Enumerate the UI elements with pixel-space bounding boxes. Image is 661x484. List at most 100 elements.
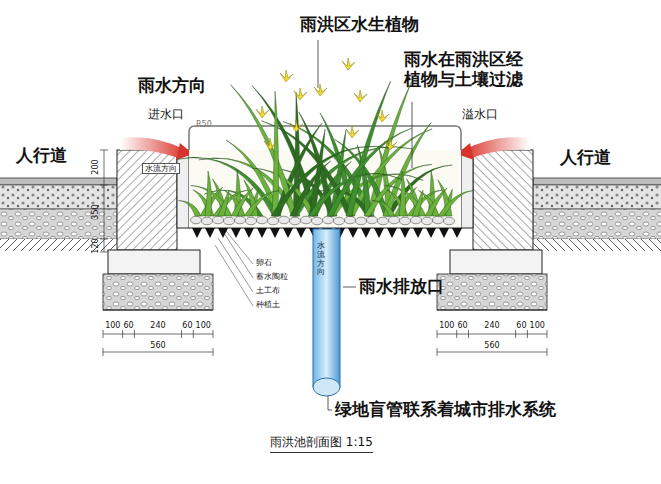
- dimension-label: 60: [182, 321, 192, 330]
- aquatic-plants: [280, 70, 293, 82]
- left-side: [103, 330, 213, 356]
- left-side: [103, 310, 213, 311]
- callout-label: 水流方向: [317, 242, 325, 277]
- pebble-layer: [334, 217, 345, 225]
- drain-pipe: [313, 229, 340, 387]
- callout-label: 进水口: [148, 108, 184, 122]
- dimension-label: 240: [150, 321, 165, 330]
- pebble-layer: [312, 217, 323, 225]
- left-side: [104, 150, 105, 252]
- callout-label: 蓄水陶粒: [256, 272, 288, 281]
- right-side: [437, 137, 661, 356]
- aquatic-plants: [205, 171, 212, 216]
- pebble-layer: [235, 216, 246, 224]
- aquatic-plants: [314, 84, 327, 96]
- callout-label: 绿地盲管联系着城市排水系统: [335, 400, 556, 420]
- dimension-label: 60: [457, 321, 467, 330]
- leader-lines: [318, 40, 412, 410]
- dimension-label: 100: [196, 321, 211, 330]
- aquatic-plants: [308, 173, 403, 216]
- dimension-label: 200: [91, 159, 100, 174]
- right-side: [533, 239, 661, 251]
- aquatic-plants: [383, 122, 431, 216]
- aquatic-plants: [294, 88, 307, 100]
- aquatic-plants: [376, 110, 389, 122]
- aquatic-plants: [272, 91, 279, 216]
- pebble-layer: [257, 216, 268, 224]
- dimension-label: 100: [530, 321, 545, 330]
- callout-label: 种植土: [256, 300, 280, 309]
- dimension-label: 60: [123, 321, 133, 330]
- aquatic-plants: [244, 191, 279, 216]
- pebble-layer: [192, 228, 202, 238]
- pebble-layer: [213, 216, 224, 224]
- pebble-layer: [426, 228, 436, 238]
- pebble-layer: [422, 217, 433, 225]
- pebble-layer: [433, 216, 444, 224]
- pebble-layer: [202, 217, 213, 225]
- pebble-layer: [400, 228, 410, 238]
- aquatic-plants: [438, 191, 473, 216]
- pebble-layer: [244, 228, 254, 238]
- aquatic-plants: [256, 106, 269, 118]
- pebble-layer: [439, 228, 449, 238]
- pebble-layer: [400, 217, 411, 225]
- aquatic-plants: [264, 138, 277, 150]
- pebble-layer: [345, 216, 356, 224]
- pebble-layer: [290, 217, 301, 225]
- pebble-layer: [356, 217, 367, 225]
- aquatic-plants: [290, 120, 303, 132]
- pebble-layer: [283, 228, 293, 238]
- pebble-layer: [246, 217, 257, 225]
- pebble-layer: [361, 228, 371, 238]
- left-side: [103, 334, 213, 335]
- aquatic-plants: [177, 158, 279, 216]
- left-side: [215, 226, 253, 306]
- callout-label: 雨洪区水生植物: [300, 15, 419, 35]
- pebble-layer: [452, 228, 462, 238]
- aquatic-plants: [384, 138, 397, 150]
- right-side: [533, 209, 661, 239]
- pebble-layer: [389, 216, 400, 224]
- aquatic-plants: [342, 58, 355, 70]
- pebble-layer: [413, 228, 423, 238]
- pebble-layer: [218, 228, 228, 238]
- pebble-layer: [296, 228, 306, 238]
- right-side: [437, 334, 547, 335]
- leader-lines: [328, 396, 332, 410]
- dimension-label: 560: [484, 341, 499, 350]
- aquatic-plants: [372, 200, 395, 216]
- dimension-label: 120: [91, 238, 100, 253]
- dimension-label: 100: [439, 321, 454, 330]
- pebble-layer: [411, 216, 422, 224]
- dimension-label: 560: [150, 341, 165, 350]
- pebble-layer: [270, 228, 280, 238]
- pebble-layer: [224, 217, 235, 225]
- callout-label: 土工布: [256, 286, 280, 295]
- aquatic-plants: [271, 146, 392, 216]
- aquatic-plants: [364, 164, 432, 216]
- pebble-layer: [231, 228, 241, 238]
- dimension-label: 350: [91, 204, 100, 219]
- left-side: [100, 150, 108, 252]
- dimension-label: 240: [484, 321, 499, 330]
- pebble-layer: [205, 228, 215, 238]
- right-side: [450, 250, 542, 274]
- drain-pipe: [313, 378, 340, 396]
- pebble-layer: [378, 217, 389, 225]
- dimension-label: 100: [105, 321, 120, 330]
- left-side: [120, 137, 186, 158]
- aquatic-plants: [218, 190, 229, 216]
- pebble-layer: [257, 228, 267, 238]
- pebble-layer: [444, 217, 455, 225]
- pebble-layer: [301, 216, 312, 224]
- aquatic-plants: [399, 171, 406, 216]
- callout-label: 人行道: [560, 148, 611, 168]
- drain-pipe: [313, 229, 340, 396]
- right-side: [464, 137, 530, 158]
- pebble-layer: [191, 216, 202, 224]
- right-side: [533, 178, 661, 185]
- right-side: [437, 310, 547, 311]
- pebble-layer: [348, 228, 358, 238]
- leader-lines: [343, 287, 356, 288]
